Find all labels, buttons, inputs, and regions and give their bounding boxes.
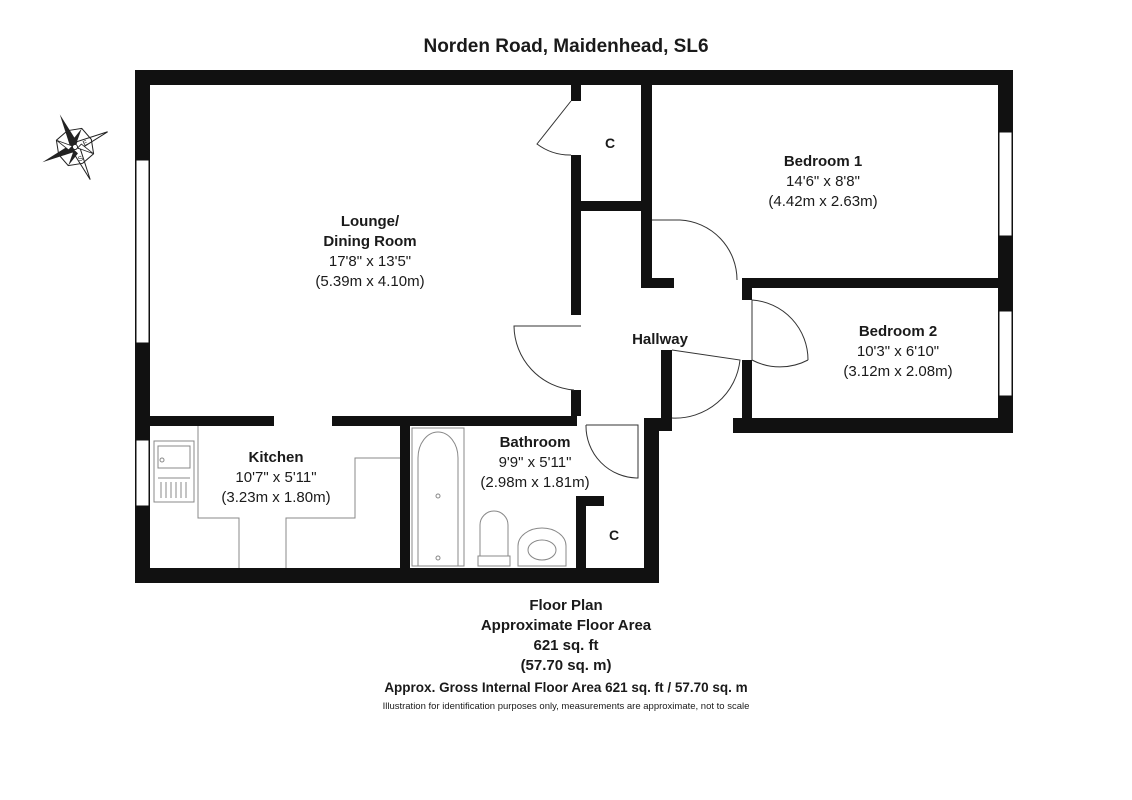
kitchen-fixtures xyxy=(153,426,400,568)
footer-approx-area-heading: Approximate Floor Area xyxy=(480,617,652,634)
room-label-bedroom-1: Bedroom 1 14'6" x 8'8" (4.42m x 2.63m) xyxy=(723,152,923,212)
room-size-imperial: 14'6" x 8'8" xyxy=(786,173,860,190)
room-name: Bathroom xyxy=(499,434,571,451)
cupboard-label-bottom: C xyxy=(608,527,620,543)
room-size-metric: (3.23m x 1.80m) xyxy=(221,489,331,506)
room-label-kitchen: Kitchen 10'7" x 5'11" (3.23m x 1.80m) xyxy=(176,448,376,508)
bathroom-fixtures xyxy=(411,427,567,567)
room-name: Dining Room xyxy=(323,233,417,250)
interior-walls xyxy=(150,85,998,568)
room-size-metric: (2.98m x 1.81m) xyxy=(480,474,590,491)
room-name: Bedroom 2 xyxy=(858,323,938,340)
compass-rose-icon: N E S W xyxy=(42,114,108,180)
disclaimer-text: Illustration for identification purposes… xyxy=(382,701,750,712)
room-size-metric: (4.42m x 2.63m) xyxy=(768,193,878,210)
compass-label-north: N xyxy=(67,133,75,141)
room-name: Lounge/ xyxy=(340,213,400,230)
basin-icon xyxy=(517,527,567,567)
room-size-metric: (5.39m x 4.10m) xyxy=(315,273,425,290)
gross-internal-area: Approx. Gross Internal Floor Area 621 sq… xyxy=(384,680,748,695)
room-label-bathroom: Bathroom 9'9" x 5'11" (2.98m x 1.81m) xyxy=(440,433,630,493)
room-size-imperial: 10'7" x 5'11" xyxy=(235,469,317,486)
room-name: Hallway xyxy=(632,331,688,348)
room-label-hallway: Hallway xyxy=(610,330,710,350)
compass-label-south: S xyxy=(77,155,84,163)
room-size-imperial: 9'9" x 5'11" xyxy=(498,454,572,471)
toilet-icon xyxy=(479,510,509,557)
room-size-imperial: 17'8" x 13'5" xyxy=(328,253,412,270)
compass-label-west: W xyxy=(61,148,70,157)
room-size-metric: (3.12m x 2.08m) xyxy=(843,363,953,380)
room-label-bedroom-2: Bedroom 2 10'3" x 6'10" (3.12m x 2.08m) xyxy=(798,322,998,382)
room-name: Kitchen xyxy=(248,449,304,466)
sink-icon xyxy=(153,440,195,503)
footer-area-sqft: 621 sq. ft xyxy=(533,637,599,654)
room-size-imperial: 10'3" x 6'10" xyxy=(856,343,940,360)
bath-icon xyxy=(411,427,465,567)
plan-title: Norden Road, Maidenhead, SL6 xyxy=(423,36,709,57)
cupboard-label-top: C xyxy=(604,135,616,151)
room-label-lounge: Lounge/ Dining Room 17'8" x 13'5" (5.39m… xyxy=(260,212,480,292)
door-swings xyxy=(513,100,809,479)
footer-floor-plan: Floor Plan xyxy=(529,597,603,614)
windows xyxy=(135,131,1013,507)
footer-area-sqm: (57.70 sq. m) xyxy=(520,657,612,674)
compass-label-east: E xyxy=(82,139,89,147)
room-name: Bedroom 1 xyxy=(783,153,863,170)
